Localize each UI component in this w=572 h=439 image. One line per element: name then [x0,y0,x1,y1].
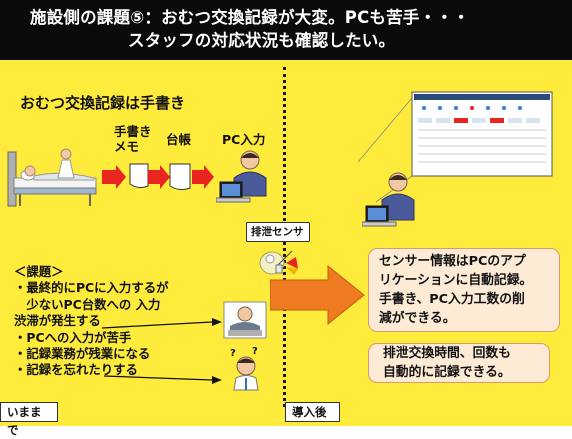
svg-text:?: ? [252,346,258,357]
header-title-line2: スタッフの対応状況も確認したい。 [128,31,396,50]
excretion-sensor-icon [259,250,298,275]
sensor-label: 排泄センサ [246,222,310,242]
flow-label-pc-input: PC入力 [222,132,266,147]
after-tag: 導入後 [285,402,340,422]
pc-user-icon-after [362,172,415,227]
pc-user-icon [216,150,267,203]
issues-list: ＜課題＞ ・最終的にPCに入力するが 少ないPC台数への 入力 渋滞が発生する … [14,264,168,379]
issue-item: ・記録を忘れたりする [14,362,138,378]
benefit-box-auto-record: センサー情報はPCのアプ リケーションに自動記録。 手書き、PC入力工数の削 減… [368,248,560,332]
flow-label-ledger: 台帳 [166,132,192,147]
benefit-line: 減ができる。 [379,311,456,326]
benefit-line: 自動的に記録できる。 [383,365,511,380]
benefit-box-time-count: 排泄交換時間、回数も 自動的に記録できる。 [368,343,550,383]
bed-patient-icon [7,148,97,207]
issue-item: ・PCへの入力が苦手 [14,329,132,345]
transition-arrow-icon [270,264,365,326]
flow-label-handwritten: 手書き [114,124,152,139]
before-tag: いままで [0,402,58,437]
issue-item: ・最終的にPCに入力するが [14,280,169,296]
issue-item: ・記録業務が残業になる [14,346,151,362]
svg-text:?: ? [230,348,236,359]
benefit-line: センサー情報はPCのアプ [379,254,526,269]
issues-heading: ＜課題＞ [14,264,64,279]
confused-worker-icon: ? ? [230,346,259,391]
pc-app-screenshot [357,91,553,203]
benefit-line: 手書き、PC入力工数の削 [379,292,525,307]
stressed-worker-icon [223,301,267,339]
flow-label-memo: メモ [114,139,140,154]
header-title-line1: 施設側の課題⑤：おむつ交換記録が大変。PCも苦手・・・ [30,8,470,27]
annotation-arrows [101,318,222,384]
flow-arrows-and-documents [102,163,214,191]
benefit-line: リケーションに自動記録。 [379,273,533,288]
benefit-line: 排泄交換時間、回数も [383,346,511,361]
issue-item: 渋滞が発生する [14,313,101,329]
header-bar: 施設側の課題⑤：おむつ交換記録が大変。PCも苦手・・・ スタッフの対応状況も確認… [0,0,572,60]
issue-item: 少ないPC台数への 入力 [14,296,161,312]
section-title-handwritten: おむつ交換記録は手書き [20,94,186,112]
